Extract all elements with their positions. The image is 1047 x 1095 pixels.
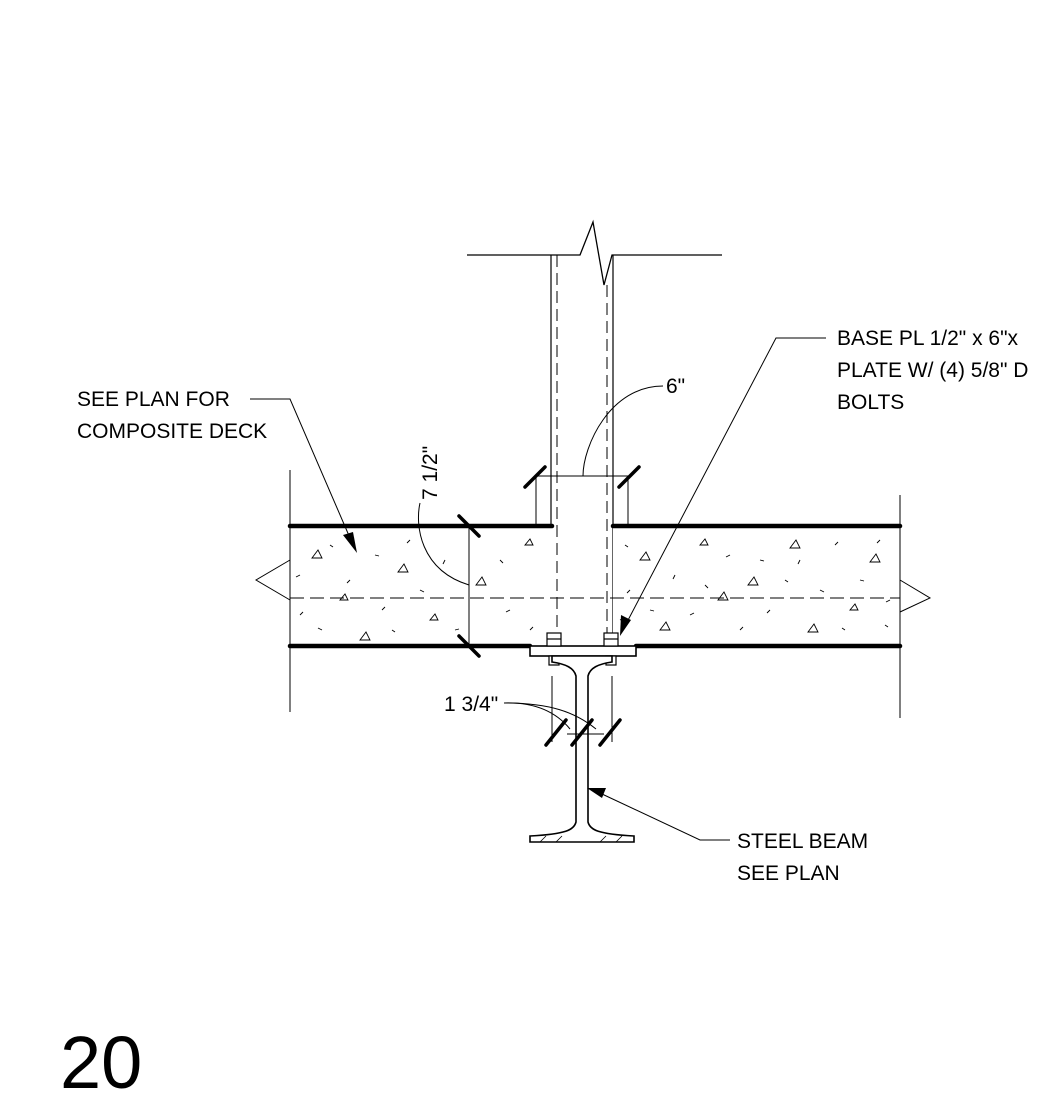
svg-text:BOLTS: BOLTS: [837, 391, 904, 414]
steel-beam: [529, 655, 635, 843]
slab-break-left: [255, 559, 291, 601]
dimension-flange-width: [503, 702, 622, 747]
note-base-plate: BASE PL 1/2" x 6"x PLATE W/ (4) 5/8" D B…: [837, 327, 1028, 414]
svg-text:BASE PL 1/2" x 6"x: BASE PL 1/2" x 6"x: [837, 327, 1019, 350]
note-steel-beam: STEEL BEAM SEE PLAN: [737, 830, 868, 885]
dimension-slab-depth: [417, 502, 481, 658]
note-deck: SEE PLAN FOR COMPOSITE DECK: [77, 388, 267, 443]
dimension-post-width: [523, 385, 664, 489]
slab-break-right: [899, 579, 932, 613]
svg-text:COMPOSITE DECK: COMPOSITE DECK: [77, 420, 267, 443]
leader-deck: [250, 398, 357, 553]
dimension-post-width-label: 6": [666, 375, 685, 398]
svg-text:STEEL BEAM: STEEL BEAM: [737, 830, 868, 853]
svg-text:PLATE W/ (4) 5/8" D: PLATE W/ (4) 5/8" D: [837, 359, 1028, 382]
concrete-hatch: [295, 538, 891, 641]
detail-number: 20: [60, 1021, 142, 1095]
leader-base-plate: [620, 337, 826, 636]
dimension-flange-width-label: 1 3/4": [444, 693, 498, 716]
svg-text:SEE PLAN FOR: SEE PLAN FOR: [77, 388, 230, 411]
svg-text:SEE PLAN: SEE PLAN: [737, 862, 840, 885]
concrete-slab: [255, 470, 932, 718]
dimension-slab-depth-label: 7 1/2": [419, 446, 442, 500]
break-line: [467, 219, 722, 286]
leader-steel-beam: [587, 788, 730, 841]
